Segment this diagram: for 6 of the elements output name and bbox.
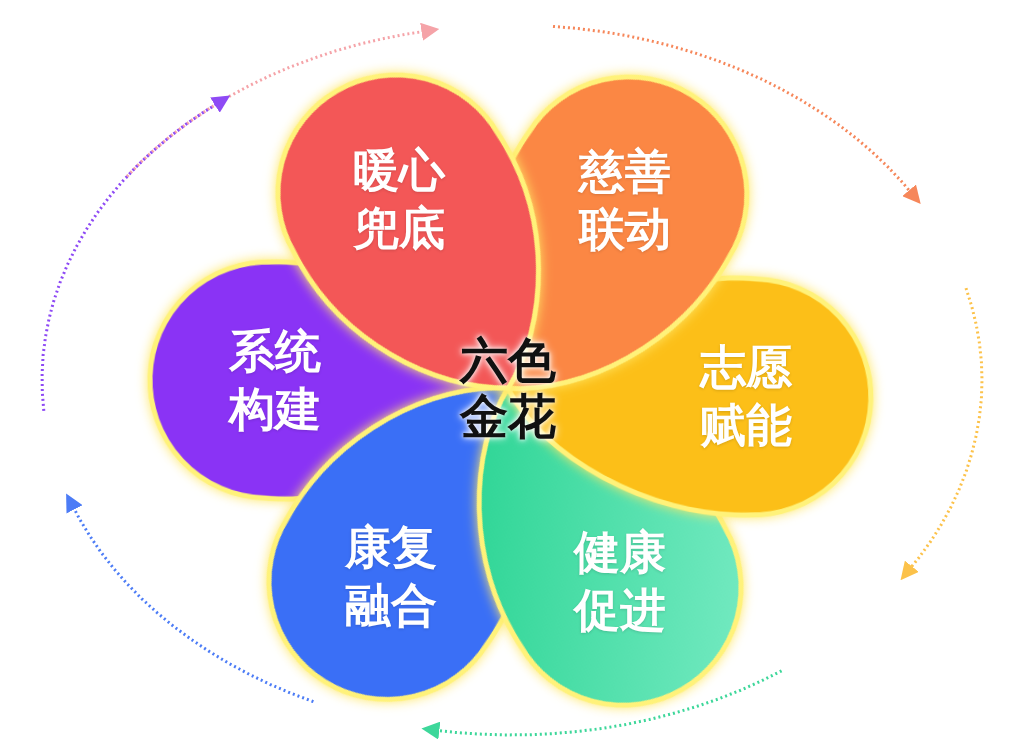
petal-label: 暖心兜底 — [352, 142, 447, 257]
petal-label: 志愿赋能 — [698, 339, 793, 455]
petal-label: 康复融合 — [343, 518, 438, 634]
petal-label: 系统构建 — [228, 322, 323, 438]
petal-label: 健康促进 — [572, 524, 667, 640]
petal-label: 慈善联动 — [578, 143, 673, 259]
